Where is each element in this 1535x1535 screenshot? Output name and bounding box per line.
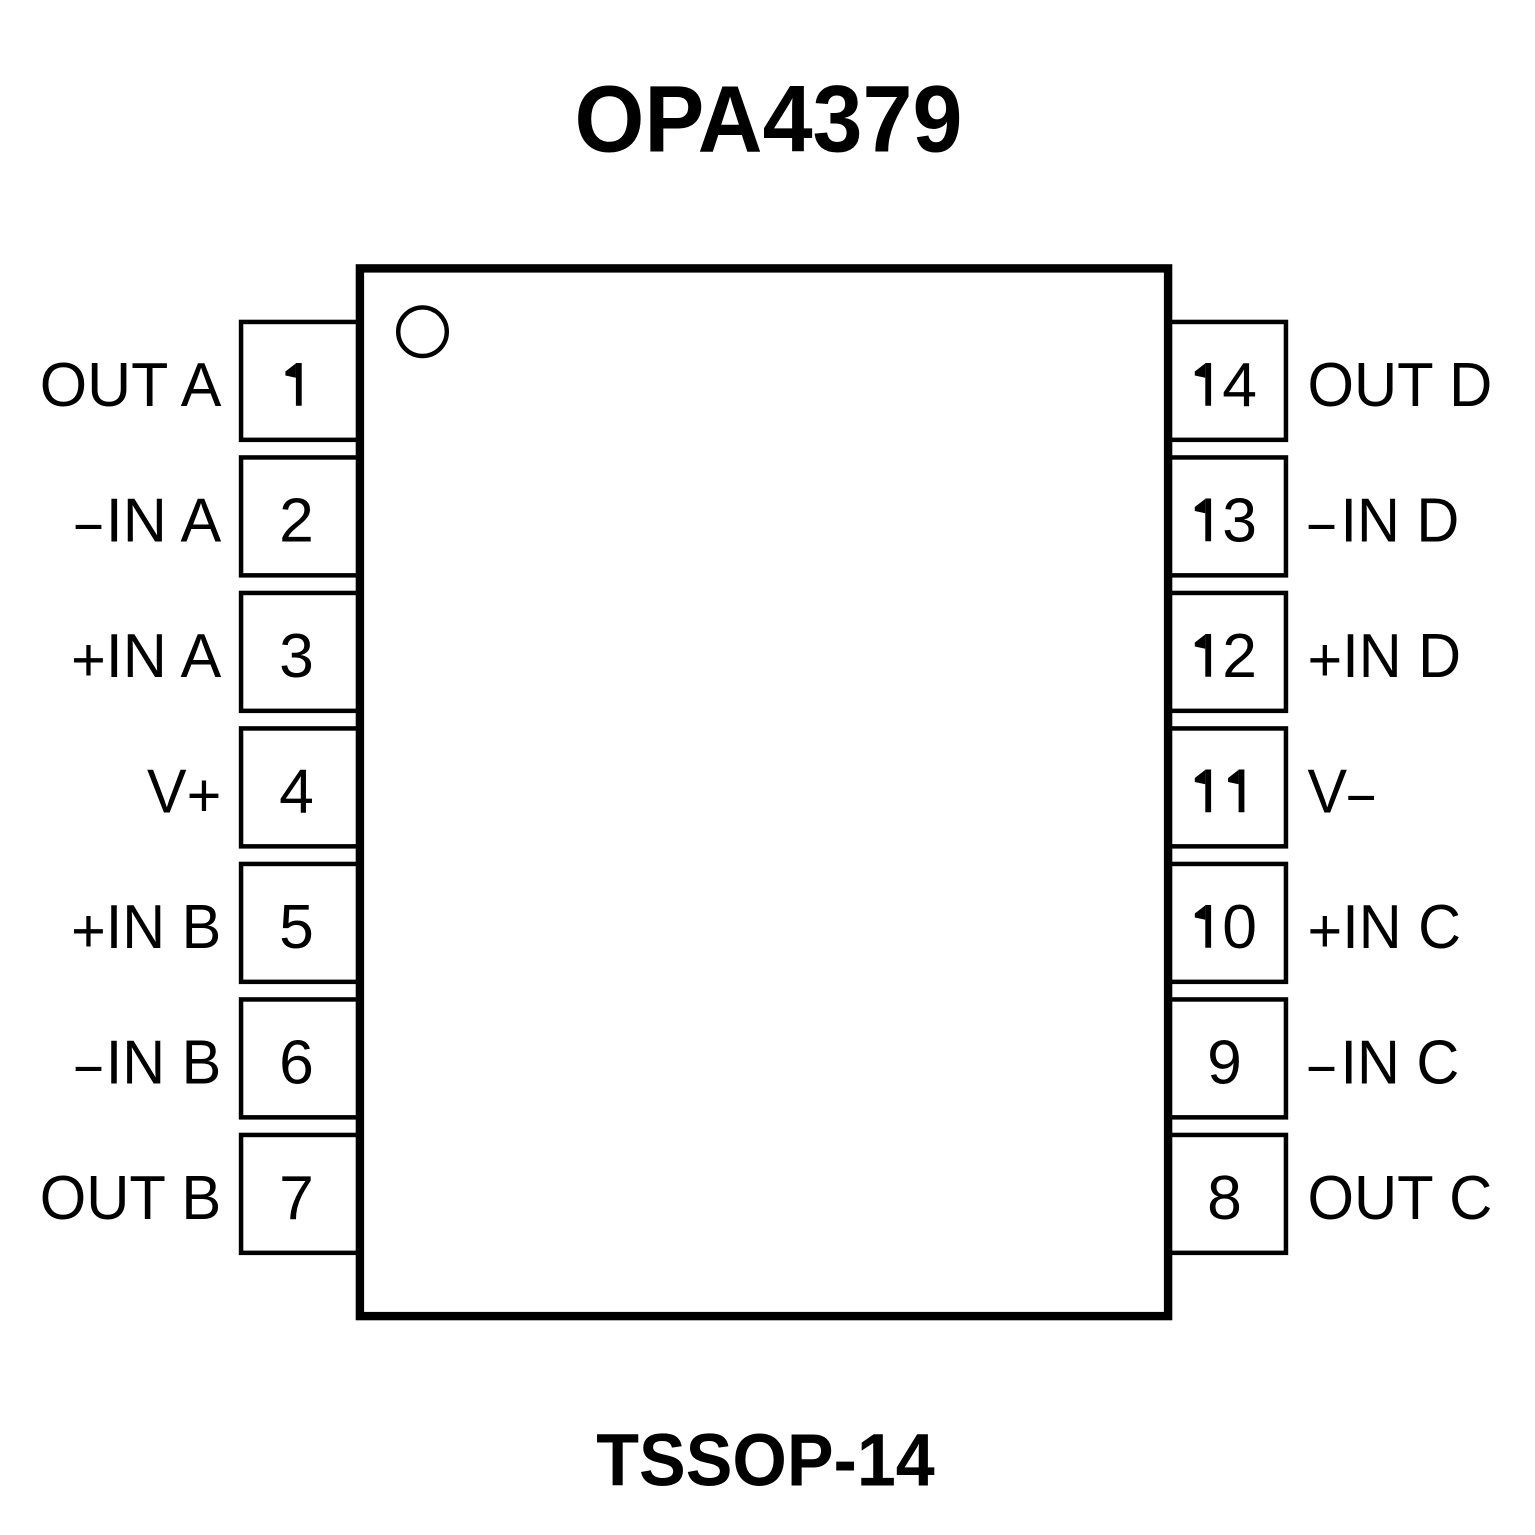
svg-text:OUT A: OUT A (40, 351, 222, 420)
svg-text:0: 0 (1222, 893, 1257, 962)
svg-text:IN B: IN B (106, 893, 222, 962)
svg-text:–: – (76, 1030, 102, 1099)
svg-text:IN C: IN C (1341, 1028, 1460, 1097)
svg-text:IN B: IN B (106, 1028, 222, 1097)
svg-text:IN A: IN A (106, 486, 222, 555)
svg-text:+: + (1308, 897, 1343, 966)
svg-text:IN C: IN C (1342, 893, 1461, 962)
svg-text:IN D: IN D (1342, 622, 1461, 691)
svg-text:+: + (1308, 626, 1343, 695)
svg-text:5: 5 (279, 893, 314, 962)
svg-text:V: V (147, 757, 187, 826)
svg-text:+: + (71, 626, 106, 695)
svg-text:–: – (76, 488, 102, 557)
svg-text:7: 7 (279, 1164, 314, 1233)
svg-text:TSSOP-14: TSSOP-14 (596, 1419, 935, 1502)
svg-text:3: 3 (279, 622, 314, 691)
svg-text:OUT C: OUT C (1308, 1164, 1493, 1233)
svg-text:IN D: IN D (1341, 486, 1460, 555)
svg-text:–: – (1309, 488, 1335, 557)
svg-text:+: + (187, 762, 222, 831)
svg-text:9: 9 (1207, 1028, 1242, 1097)
svg-text:6: 6 (279, 1028, 314, 1097)
svg-text:+: + (71, 897, 106, 966)
svg-text:IN A: IN A (106, 622, 222, 691)
svg-text:OPA4379: OPA4379 (575, 67, 963, 173)
svg-text:8: 8 (1207, 1164, 1242, 1233)
svg-text:2: 2 (279, 486, 314, 555)
svg-text:–: – (1309, 1030, 1335, 1099)
svg-text:3: 3 (1222, 486, 1257, 555)
svg-text:4: 4 (1222, 351, 1257, 420)
svg-text:2: 2 (1222, 622, 1257, 691)
svg-text:OUT D: OUT D (1308, 351, 1493, 420)
svg-text:4: 4 (279, 757, 314, 826)
svg-text:OUT B: OUT B (40, 1164, 222, 1233)
svg-text:–: – (1348, 759, 1374, 828)
svg-text:V: V (1308, 757, 1348, 826)
